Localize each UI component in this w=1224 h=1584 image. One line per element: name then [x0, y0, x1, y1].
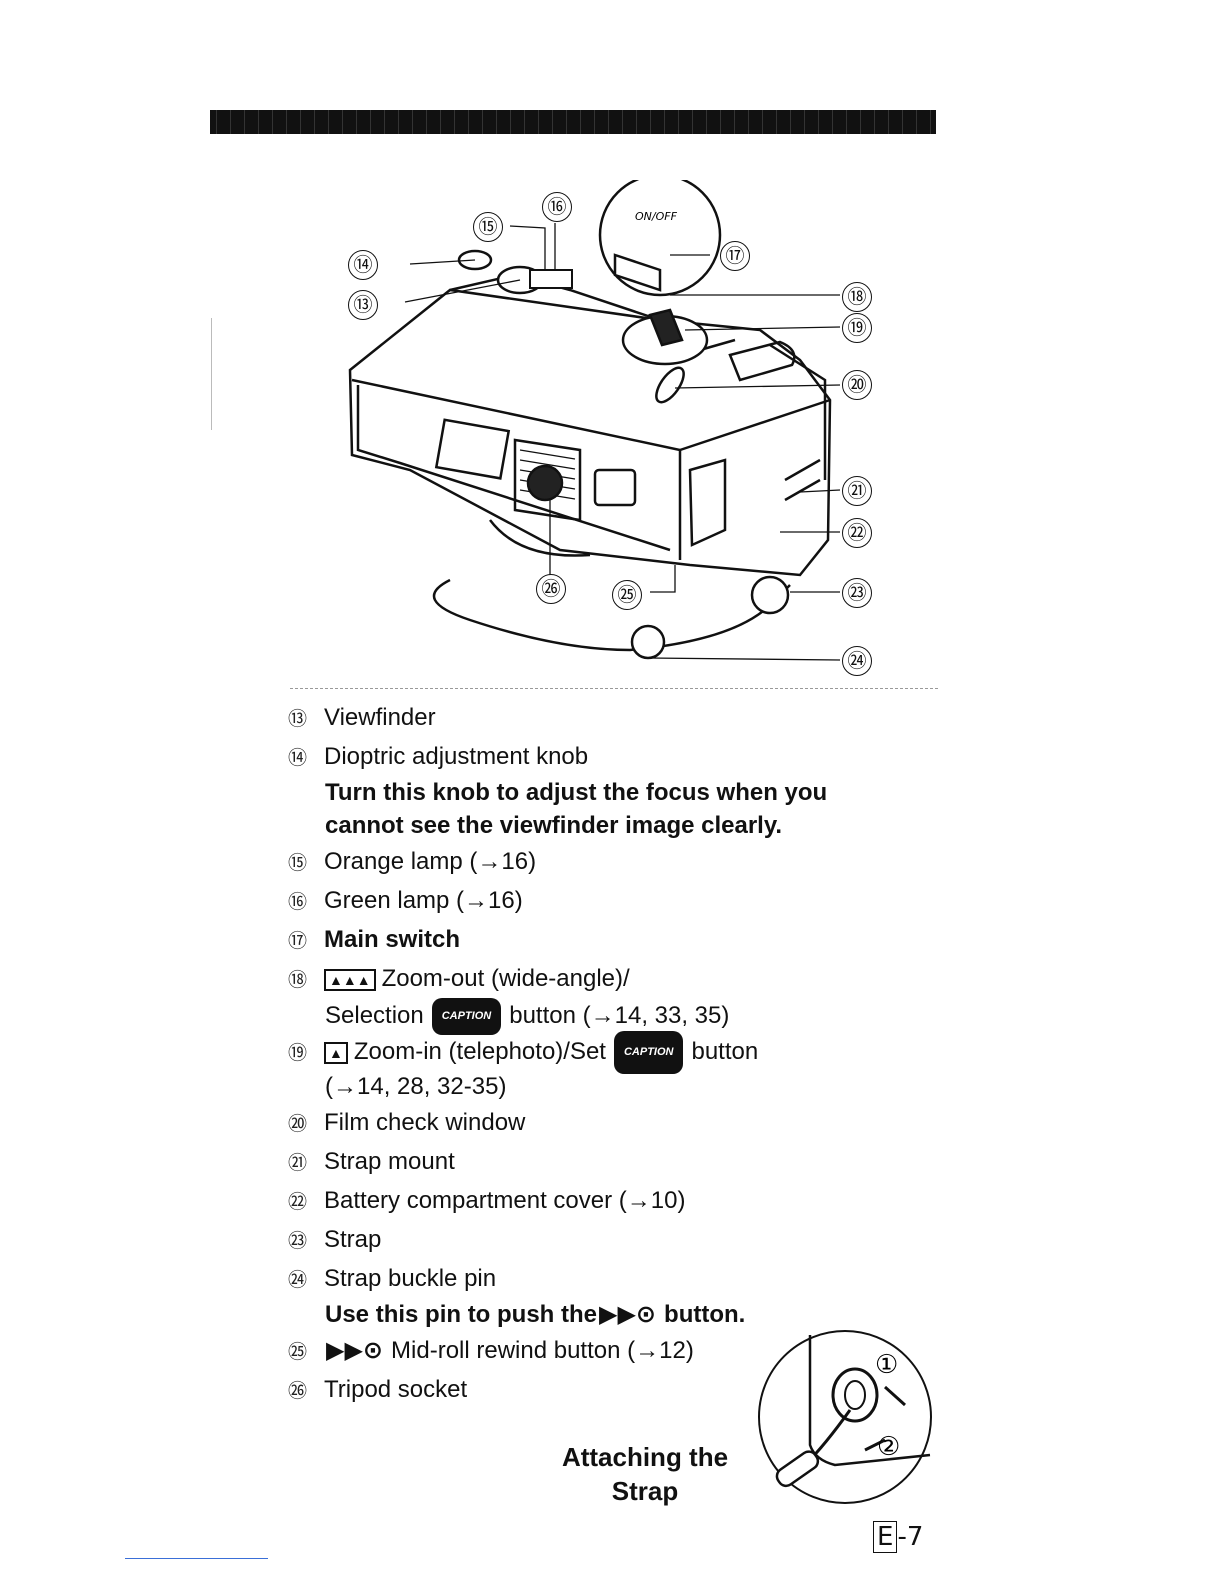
item-19-label-a: Zoom-in (telephoto)/Set — [353, 1037, 606, 1065]
item-number: ⑰ — [288, 930, 308, 952]
item-number: ㉓ — [288, 1230, 308, 1252]
rewind-icon: ▶▶⊙ — [599, 1300, 657, 1328]
switch-label: ON/OFF — [635, 210, 678, 223]
legend-item-21: ㉑ Strap mount — [288, 1142, 968, 1181]
legend-item-13: ⑬ Viewfinder — [288, 698, 968, 737]
caption-line-1: Attaching the — [561, 1442, 729, 1472]
footer-link-underline[interactable] — [125, 1558, 268, 1559]
item-label: Strap — [324, 1226, 382, 1253]
item-14-note-line-2: cannot see the viewfinder image clearly. — [325, 812, 783, 839]
item-label: Film check window — [324, 1109, 526, 1136]
section-header-bar — [210, 110, 936, 134]
item-label: Strap mount — [324, 1148, 455, 1175]
zoom-tele-icon: ▲ — [324, 1041, 348, 1064]
callout-20: ⑳ — [842, 370, 872, 400]
callout-21: ㉑ — [842, 476, 872, 506]
lamp-block — [529, 269, 573, 289]
legend-item-26: ㉖ Tripod socket — [288, 1370, 968, 1409]
legend-item-17: ⑰ Main switch — [288, 920, 968, 959]
item-number: ⑯ — [288, 891, 308, 913]
callout-14: ⑭ — [348, 250, 378, 280]
legend-item-15: ⑮ Orange lamp (→16) — [288, 842, 968, 881]
callout-17: ⑰ — [720, 241, 750, 271]
strap-buckle — [630, 624, 666, 660]
item-label: Viewfinder — [324, 704, 436, 731]
divider — [290, 688, 938, 689]
item-number: ⑳ — [288, 1113, 308, 1135]
callout-16: ⑯ — [542, 192, 572, 222]
item-label: Zoom-out (wide-angle)/ — [381, 965, 630, 992]
item-label: Strap buckle pin — [324, 1265, 497, 1292]
item-label: Battery compartment cover (→10) — [324, 1187, 686, 1214]
item-19-label-b: button — [691, 1037, 759, 1065]
callout-26: ㉖ — [536, 574, 566, 604]
item-number: ⑲ — [288, 1041, 308, 1064]
item-number: ㉒ — [288, 1191, 308, 1213]
callout-13: ⑬ — [348, 290, 378, 320]
legend-item-20: ⑳ Film check window — [288, 1103, 968, 1142]
item-number: ⑱ — [288, 969, 308, 991]
item-number: ㉔ — [288, 1269, 308, 1291]
camera-body — [348, 273, 832, 577]
item-label: Tripod socket — [324, 1376, 468, 1403]
item-label: Green lamp (→16) — [324, 887, 523, 914]
item-number: ⑭ — [288, 747, 308, 769]
item-18-button-ref: button (→14, 33, 35) — [509, 1001, 730, 1029]
item-number: ㉕ — [288, 1341, 308, 1363]
item-24-note-b: button. — [664, 1301, 746, 1328]
item-label: Orange lamp (→16) — [324, 848, 537, 875]
item-24-note: Use this pin to push the▶▶⊙ button. — [288, 1298, 968, 1331]
parts-legend: ⑬ Viewfinder ⑭ Dioptric adjustment knob Tu… — [288, 698, 968, 1409]
legend-item-23: ㉓ Strap — [288, 1220, 968, 1259]
film-window — [655, 366, 685, 404]
legend-item-22: ㉒ Battery compartment cover (→10) — [288, 1181, 968, 1220]
callout-24: ㉔ — [842, 646, 872, 676]
item-number: ㉑ — [288, 1152, 308, 1174]
strap-loop — [432, 578, 791, 652]
item-label: Dioptric adjustment knob — [324, 743, 589, 770]
item-19-continuation: (→14, 28, 32-35) — [325, 1073, 507, 1100]
callout-22: ㉒ — [842, 518, 872, 548]
item-label: Mid-roll rewind button (→12) — [391, 1337, 694, 1364]
callout-15: ⑮ — [473, 212, 503, 242]
language-code: E — [873, 1521, 898, 1553]
camera-illustration: ON/OFF — [348, 180, 841, 661]
legend-item-14: ⑭ Dioptric adjustment knob — [288, 737, 968, 776]
step-2-marker: ② — [877, 1432, 900, 1462]
legend-item-18: ⑱ ▲▲▲Zoom-out (wide-angle)/ — [288, 959, 968, 998]
scan-margin-mark — [211, 318, 212, 430]
item-14-note-line-1: Turn this knob to adjust the focus when … — [325, 779, 828, 806]
item-label: Main switch — [324, 926, 461, 953]
strap-attach-inset: ① ② — [758, 1330, 932, 1504]
strap-bead — [750, 575, 790, 615]
callout-23: ㉓ — [842, 578, 872, 608]
item-18-selection-text: Selection — [325, 1001, 424, 1029]
page-number: E-7 — [873, 1521, 924, 1553]
caption-line-2: Strap — [611, 1476, 679, 1506]
rewind-icon: ▶▶⊙ — [326, 1336, 384, 1364]
caption-badge-icon: CAPTION — [431, 998, 502, 1035]
strap-caption: Attaching the Strap — [540, 1440, 750, 1508]
callout-18: ⑱ — [842, 282, 872, 312]
page-index: -7 — [897, 1522, 924, 1552]
callout-19: ⑲ — [842, 313, 872, 343]
mode-dial — [621, 308, 709, 366]
legend-item-16: ⑯ Green lamp (→16) — [288, 881, 968, 920]
step-1-marker: ① — [875, 1350, 898, 1380]
item-24-note-a: Use this pin to push the — [325, 1301, 598, 1328]
item-number: ⑬ — [288, 708, 308, 730]
callout-25: ㉕ — [612, 580, 642, 610]
legend-item-24: ㉔ Strap buckle pin — [288, 1259, 968, 1298]
legend-item-25: ㉕ ▶▶⊙ Mid-roll rewind button (→12) — [288, 1331, 968, 1370]
caption-badge-icon: CAPTION — [613, 1031, 684, 1074]
item-number: ⑮ — [288, 852, 308, 874]
zoom-wide-icon: ▲▲▲ — [324, 968, 376, 991]
item-number: ㉖ — [288, 1380, 308, 1402]
